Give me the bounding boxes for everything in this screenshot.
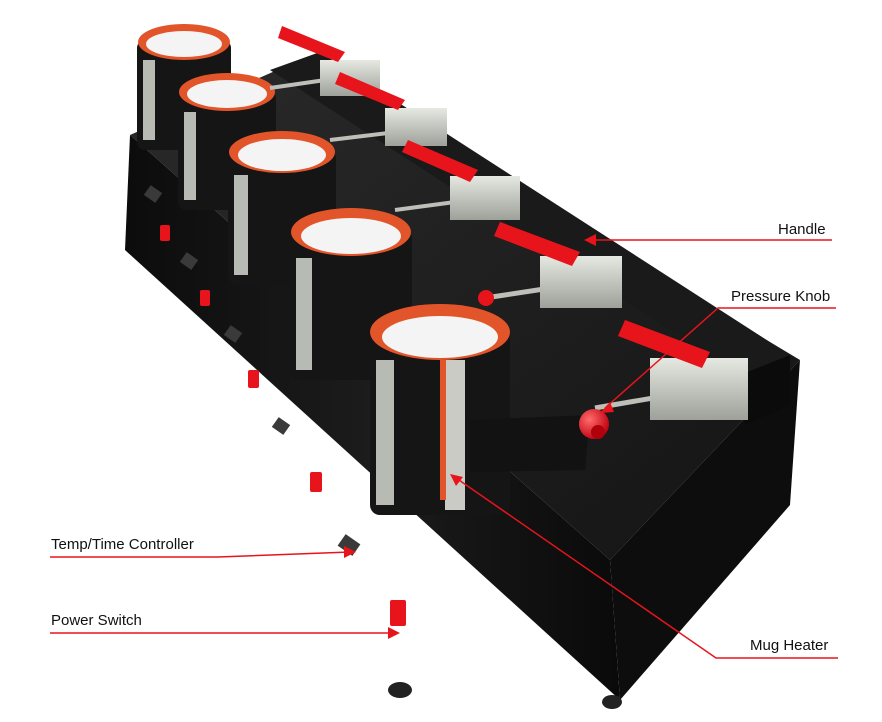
temp-time-controller-callout-line [50,551,351,558]
power-switch-label: Power Switch [51,612,142,629]
pressure-knob-label: Pressure Knob [731,288,831,305]
clamp-2 [329,72,447,146]
mug-heater-5 [370,304,590,515]
temp-time-controller-label: Temp/Time Controller [51,536,194,553]
callout-arrowheads [344,234,614,639]
pressure-knob [579,409,609,439]
mug-heater-callout-line [455,477,838,659]
pressure-knob-callout-line [604,307,836,409]
clamp-3 [394,140,520,220]
callout-lines [50,239,838,659]
clamp-4 [478,222,622,308]
clamp-5 [594,320,748,420]
mug-heater-label: Mug Heater [750,637,829,654]
handle-label: Handle [778,221,826,238]
control-panels [143,185,361,556]
power-switches [160,225,406,626]
